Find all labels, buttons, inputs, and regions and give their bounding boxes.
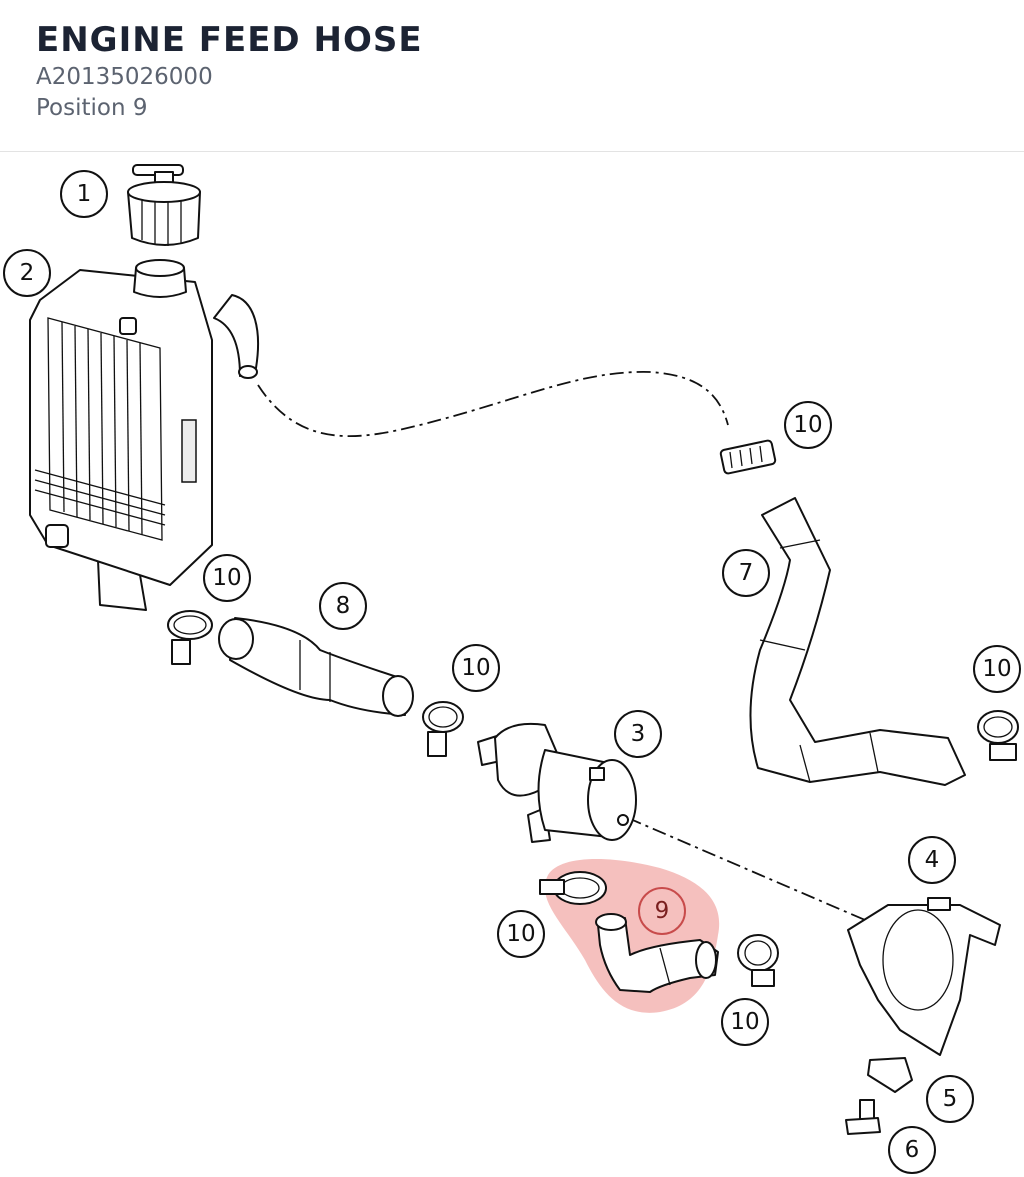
page-header: ENGINE FEED HOSE A20135026000 Position 9 bbox=[0, 0, 1024, 152]
callout-label: 10 bbox=[730, 1009, 759, 1035]
callout-label: 9 bbox=[655, 898, 670, 924]
callout-label: 10 bbox=[506, 921, 535, 947]
callout-10[interactable]: 10 bbox=[497, 910, 545, 958]
callout-label: 10 bbox=[461, 655, 490, 681]
screw[interactable] bbox=[845, 1099, 881, 1135]
hose-clamp[interactable] bbox=[737, 934, 779, 987]
assembly-line-radiator-to-hose bbox=[257, 371, 729, 438]
callout-label: 7 bbox=[739, 560, 754, 586]
coolant-hose-short[interactable] bbox=[218, 617, 414, 717]
assembly-line-pump-to-bracket bbox=[627, 817, 866, 921]
coolant-hose-long[interactable] bbox=[749, 497, 966, 786]
callout-2[interactable]: 2 bbox=[3, 249, 51, 297]
page-title: ENGINE FEED HOSE bbox=[36, 20, 423, 60]
radiator-cap[interactable] bbox=[127, 164, 201, 246]
hose-clamp[interactable] bbox=[539, 871, 607, 905]
hose-clamp[interactable] bbox=[167, 610, 213, 665]
callout-label: 10 bbox=[212, 565, 241, 591]
callout-label: 3 bbox=[631, 721, 646, 747]
exploded-parts-diagram: 1 2 3 4 5 6 7 8 9 10 10 10 10 10 10 bbox=[3, 164, 1021, 1174]
water-pump[interactable] bbox=[477, 722, 637, 843]
callout-10[interactable]: 10 bbox=[452, 644, 500, 692]
radiator[interactable] bbox=[29, 259, 260, 611]
callout-label: 1 bbox=[77, 181, 92, 207]
callout-label: 10 bbox=[793, 412, 822, 438]
callout-8[interactable]: 8 bbox=[319, 582, 367, 630]
callout-label: 8 bbox=[336, 593, 351, 619]
callout-3[interactable]: 3 bbox=[614, 710, 662, 758]
callout-label: 4 bbox=[925, 847, 940, 873]
part-number: A20135026000 bbox=[36, 64, 213, 90]
hose-clamp[interactable] bbox=[719, 439, 777, 475]
pump-bracket[interactable] bbox=[847, 897, 1001, 1056]
engine-feed-hose[interactable] bbox=[595, 913, 719, 993]
callout-10[interactable]: 10 bbox=[203, 554, 251, 602]
callout-label: 2 bbox=[20, 260, 35, 286]
callout-1[interactable]: 1 bbox=[60, 170, 108, 218]
callout-4[interactable]: 4 bbox=[908, 836, 956, 884]
position-label: Position 9 bbox=[36, 95, 148, 121]
callout-10[interactable]: 10 bbox=[784, 401, 832, 449]
callout-7[interactable]: 7 bbox=[722, 549, 770, 597]
callout-10[interactable]: 10 bbox=[973, 645, 1021, 693]
callout-10[interactable]: 10 bbox=[721, 998, 769, 1046]
callout-5[interactable]: 5 bbox=[926, 1075, 974, 1123]
callout-6[interactable]: 6 bbox=[888, 1126, 936, 1174]
hose-clamp[interactable] bbox=[422, 701, 464, 757]
callout-label: 5 bbox=[943, 1086, 958, 1112]
callout-label: 6 bbox=[905, 1137, 920, 1163]
hose-clamp[interactable] bbox=[977, 710, 1019, 761]
clip-plate[interactable] bbox=[867, 1057, 913, 1093]
callout-9-selected[interactable]: 9 bbox=[638, 887, 686, 935]
callout-label: 10 bbox=[982, 656, 1011, 682]
